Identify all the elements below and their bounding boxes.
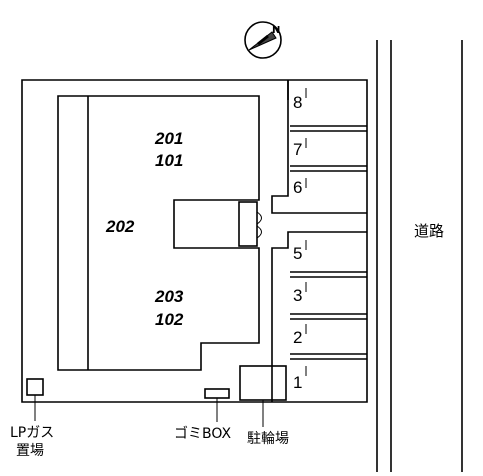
parking-space-1: 1 (293, 373, 302, 392)
bicycle-parking-label: 駐輪場 (247, 430, 289, 447)
bicycle-parking-box (239, 365, 287, 401)
parking-space-8: 8 (293, 93, 302, 112)
parking-space-3: 3 (293, 286, 302, 305)
lp-gas-label-line2: 置場 (16, 443, 44, 459)
garbage-box (204, 388, 230, 399)
garbage-box-label: ゴミBOX (174, 425, 231, 442)
unit-203: 203 (154, 287, 184, 306)
unit-201: 201 (154, 129, 183, 148)
unit-102: 102 (155, 310, 184, 329)
entrance (238, 201, 258, 247)
building-outline (57, 95, 260, 371)
site-boundary (21, 79, 368, 403)
lp-gas-label-line1: LPガス (10, 425, 54, 441)
parking-space-5: 5 (293, 244, 302, 263)
stall-lines (290, 125, 367, 360)
parking-space-7: 7 (293, 140, 302, 159)
north-arrow-icon: N (244, 21, 282, 59)
parking-space-2: 2 (293, 328, 302, 347)
road-label: 道路 (414, 222, 444, 240)
svg-text:N: N (272, 25, 280, 36)
parking-space-6: 6 (293, 178, 302, 197)
parking-area (271, 80, 367, 402)
lp-gas-box (26, 378, 44, 396)
unit-202: 202 (105, 217, 135, 236)
unit-101: 101 (155, 151, 183, 170)
door-swing (256, 211, 262, 239)
